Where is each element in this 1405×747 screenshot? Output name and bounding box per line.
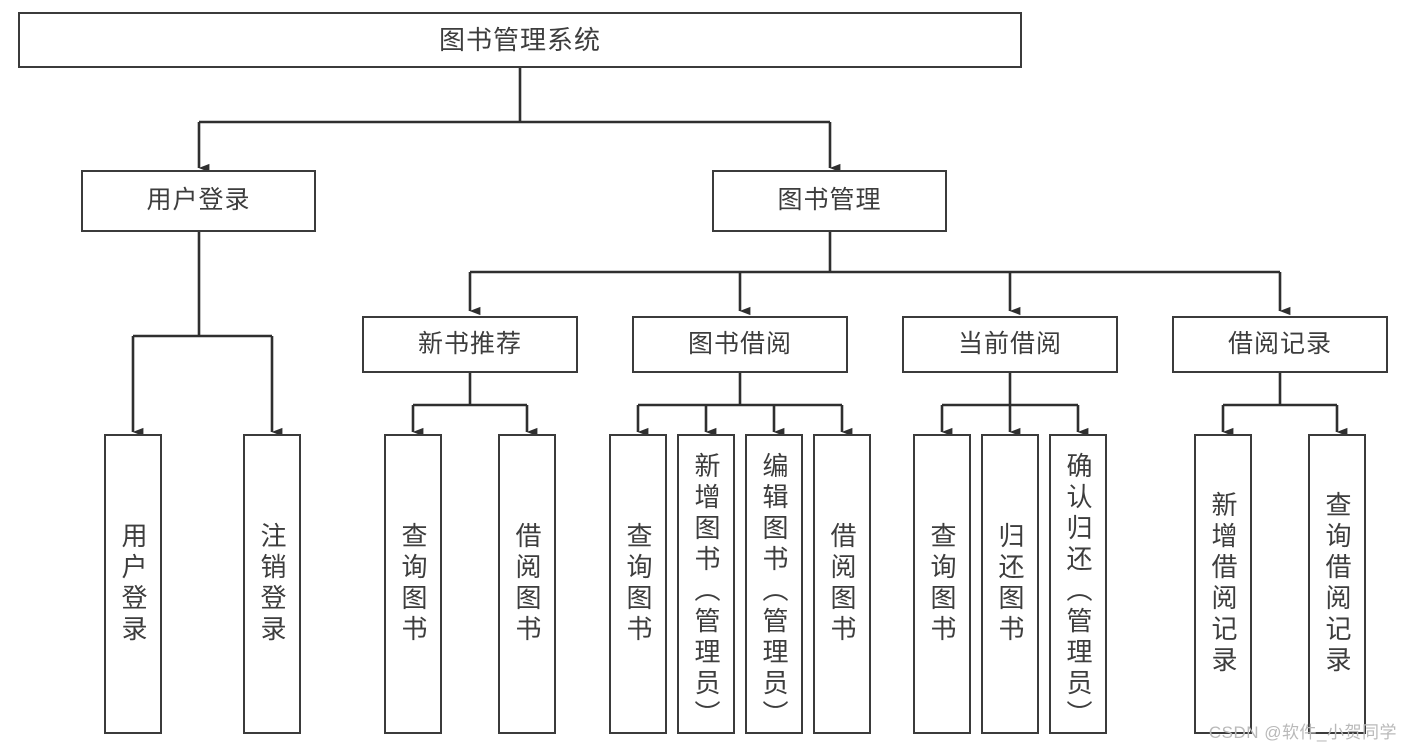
- node-leaf-query-book-2[interactable]: 查询图书: [609, 434, 667, 734]
- node-book-borrow[interactable]: 图书借阅: [632, 316, 848, 373]
- node-current-borrow[interactable]: 当前借阅: [902, 316, 1118, 373]
- node-label: 当前借阅: [957, 329, 1062, 358]
- node-label: 新书推荐: [417, 329, 522, 358]
- node-book-management[interactable]: 图书管理: [712, 170, 947, 232]
- node-label: 查询借阅记录: [1322, 491, 1352, 677]
- node-user-login[interactable]: 用户登录: [81, 170, 316, 232]
- node-leaf-logout-login[interactable]: 注销登录: [243, 434, 301, 734]
- node-label: 编辑图书（管理员）: [759, 452, 789, 731]
- node-leaf-query-borrow-record[interactable]: 查询借阅记录: [1308, 434, 1366, 734]
- node-label: 新增图书（管理员）: [691, 452, 721, 731]
- node-label: 查询图书: [927, 522, 957, 646]
- node-label: 新增借阅记录: [1208, 491, 1238, 677]
- node-leaf-edit-book[interactable]: 编辑图书（管理员）: [745, 434, 803, 734]
- node-label: 图书借阅: [687, 329, 792, 358]
- node-leaf-return-book[interactable]: 归还图书: [981, 434, 1039, 734]
- node-leaf-query-book-1[interactable]: 查询图书: [384, 434, 442, 734]
- node-leaf-borrow-book-1[interactable]: 借阅图书: [498, 434, 556, 734]
- node-label: 归还图书: [995, 522, 1025, 646]
- node-leaf-add-borrow-record[interactable]: 新增借阅记录: [1194, 434, 1252, 734]
- node-label: 图书管理系统: [438, 24, 601, 55]
- node-label: 确认归还（管理员）: [1063, 452, 1093, 731]
- node-leaf-add-book[interactable]: 新增图书（管理员）: [677, 434, 735, 734]
- node-leaf-borrow-book-2[interactable]: 借阅图书: [813, 434, 871, 734]
- node-book-management-system[interactable]: 图书管理系统: [18, 12, 1022, 68]
- node-label: 借阅记录: [1227, 329, 1332, 358]
- node-label: 用户登录: [146, 186, 251, 215]
- node-label: 图书管理: [777, 186, 882, 215]
- node-label: 注销登录: [257, 522, 287, 646]
- node-label: 查询图书: [623, 522, 653, 646]
- node-label: 用户登录: [118, 522, 148, 646]
- node-label: 借阅图书: [512, 522, 542, 646]
- watermark-text: CSDN @软件_小贺同学: [1208, 723, 1397, 742]
- node-borrow-record[interactable]: 借阅记录: [1172, 316, 1388, 373]
- node-leaf-confirm-return[interactable]: 确认归还（管理员）: [1049, 434, 1107, 734]
- node-leaf-query-book-3[interactable]: 查询图书: [913, 434, 971, 734]
- node-leaf-user-login[interactable]: 用户登录: [104, 434, 162, 734]
- node-label: 借阅图书: [827, 522, 857, 646]
- node-label: 查询图书: [398, 522, 428, 646]
- node-new-book-recommend[interactable]: 新书推荐: [362, 316, 578, 373]
